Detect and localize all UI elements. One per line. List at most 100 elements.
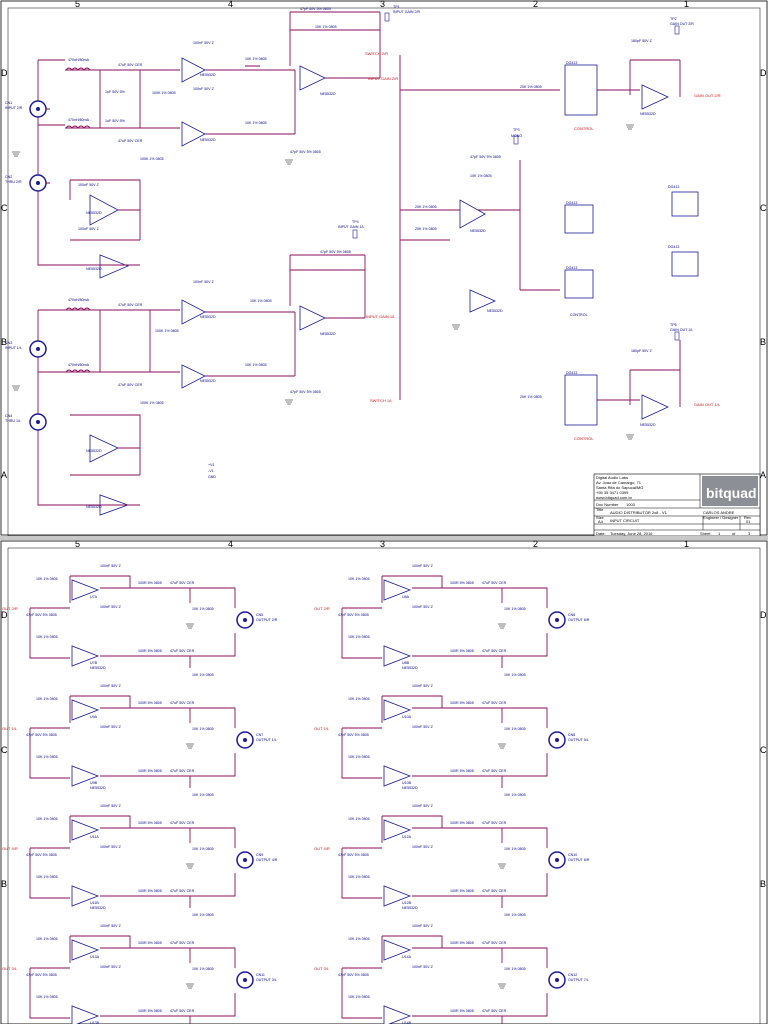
sheet-inner-border [7,7,761,536]
res-part: 100R 5% 0805 [450,889,474,893]
opamp-part: NE5532D [90,906,106,910]
company-line-5: www.bitquad.com.br [596,495,633,500]
xlr-pin-icon [243,618,247,622]
opamp-icon [383,939,412,961]
res-part: 100R 5% 0805 [450,701,474,705]
output-label: OUTPUT 5/L [568,738,589,742]
opamp-icon [641,394,669,420]
c27-part: 47uF 50V CER [118,303,143,307]
doc-number-label: Doc Number [596,502,619,507]
opamp-ref: U14B [402,1021,412,1024]
u5c-switch-part: DG413 [566,266,577,270]
cap-part: 100nF 50V Z [412,845,434,849]
zone-col-3: 3 [380,0,385,9]
output-ref: CN12 [568,973,577,977]
mono-switch-section: NE5532D NE5532D TP3 MONO 47pF 50V 5% 080… [399,17,721,441]
tp3-ref: TP3 [513,128,520,132]
cap-part: 100nF 50V Z [100,804,122,808]
feedback-1l-wiring [289,254,366,319]
opamp-ref: U12A [402,835,412,839]
cap-part: 100nF 50V Z [412,924,434,928]
xlr-connector-icon [548,851,566,869]
res-part: 100R 5% 0805 [450,821,474,825]
opamp-ref: U10B [402,781,412,785]
opamp-icon [89,434,119,463]
output-label: OUTPUT 8/R [568,858,590,862]
ground-icon [12,385,20,391]
u5d-switch-part: DG413 [668,185,679,189]
zone-row-c-left: C [1,745,8,755]
zone-row-d-left: D [1,68,8,78]
opamp-icon [71,765,100,787]
net-gain-out-1l: GAIN OUT 1/L [694,402,721,407]
tp3-label: MONO [511,134,522,138]
u1b-part: NE5532D [200,138,216,142]
u6b-part: NE5532D [86,505,102,509]
zone-col-3: 3 [380,540,385,549]
zone-row-a-right: A [760,470,766,480]
pwr-gnd: GND [208,475,216,479]
opamp-icon [181,57,206,83]
opamp-icon [383,579,412,601]
res-part: 10K 1% 0805 [504,673,526,677]
xlr-connector-icon [548,971,566,989]
cap-part: 100nF 50V Z [412,804,434,808]
output-ref: CN7 [256,733,263,737]
r15-part: 10K 1% 0805 [250,299,272,303]
tp4-label: INPUT GAIN 1/L [338,225,365,229]
u8a-part: NE5532D [640,112,656,116]
u3a-part: NE5532D [86,211,102,215]
opamp-icon [99,254,130,279]
tp5-ref: TP5 [670,323,677,327]
output-label: OUTPUT 2/R [256,618,278,622]
res-part: 10K 1% 0805 [348,817,370,821]
cn4-label: THRU 1/L [5,419,21,423]
output-ref: CN10 [568,853,577,857]
opamp-icon [383,819,412,841]
r3-part: 100K 1% 0805 [152,91,176,95]
size-value: A4 [598,519,604,524]
opamp-icon [71,579,100,601]
ground-icon [452,324,460,330]
opamp-icon [383,699,412,721]
title-block: Digital Audio Labs Av. Joao de Camargo, … [593,473,761,536]
output-net-label: OUT 3/L [2,966,18,971]
project-title: AUDIO DISTRIBUTOR 2x8 - V1 [610,510,668,515]
ground-symbols [12,124,634,440]
zone-row-b-right: B [760,337,766,347]
zone-col-5: 5 [75,540,80,549]
analog-switch-icon [671,251,699,277]
ground-icon [186,623,194,629]
opamp-ref: U7A [90,595,98,599]
title-label: Title [596,507,604,512]
tp3-icon [513,135,519,145]
cap-part: 47uF 50V CER [170,889,195,893]
inductor-l2-icon [65,125,91,129]
of-number: 3 [748,531,751,536]
res-part: 100R 5% 0805 [138,889,162,893]
analog-switch-icon [564,64,598,116]
ground-icon [186,863,194,869]
res-part: 100R 5% 0805 [450,1009,474,1013]
c28-part: 47uF 50V CER [118,383,143,387]
title-block-grid [594,474,760,531]
zone-col-4: 4 [228,540,233,549]
zone-col-2: 2 [533,0,538,9]
cap-part: 100nF 50V Z [100,725,122,729]
ground-icon [186,743,194,749]
opamp-icon [71,885,100,907]
tp2-icon [674,25,680,35]
opamp-part: NE5532D [402,666,418,670]
cap-part: 47uF 50V CER [170,701,195,705]
analog-switch-icon [564,269,594,299]
output-wiring [29,695,236,788]
of-label: of [732,531,736,536]
opamp-icon [383,1005,412,1024]
company-line-4: +55 35 3471 0399 [596,490,629,495]
c4-part: 100nF 50V Z [193,87,215,91]
output-ref: CN11 [256,973,265,977]
res-part: 10K 1% 0805 [36,635,58,639]
analog-switch-icon [564,374,598,426]
xlr-pin-icon [36,107,40,111]
